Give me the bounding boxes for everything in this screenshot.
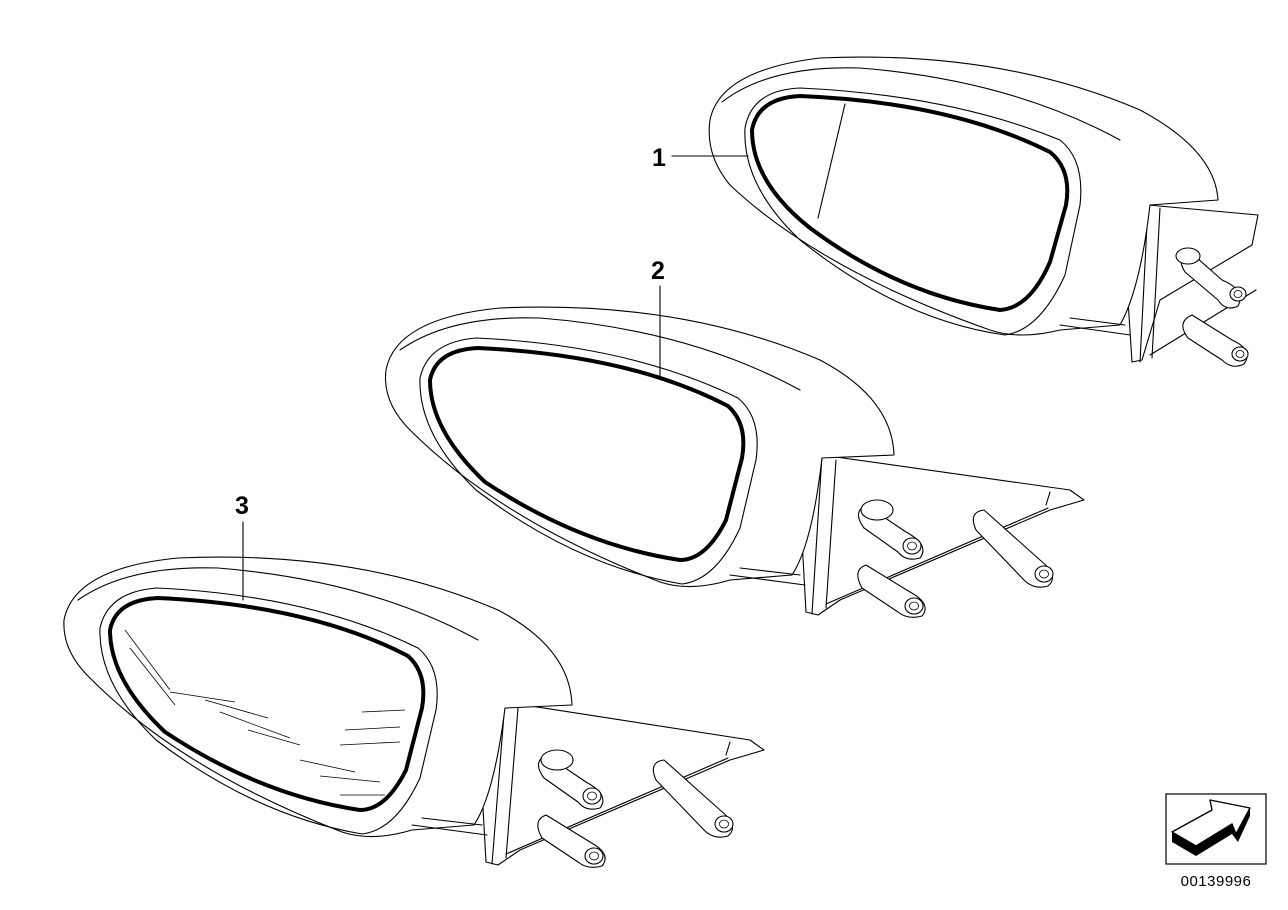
callout-2: 2 — [651, 257, 665, 285]
mount-base-2 — [801, 454, 1085, 618]
diagram-number: 00139996 — [1181, 873, 1252, 890]
mirror-glass-2 — [428, 346, 746, 562]
mirror-assembly-3 — [63, 521, 765, 868]
mount-base-1 — [1127, 204, 1259, 367]
callout-1: 1 — [652, 144, 666, 172]
mirror-assembly-1 — [671, 56, 1259, 367]
mirror-assembly-2 — [384, 285, 1085, 618]
mirror-glass-3 — [108, 596, 426, 812]
mirror-glass-1 — [750, 94, 1070, 312]
callout-3: 3 — [235, 492, 249, 520]
mount-base-3 — [481, 701, 765, 868]
orientation-arrow-icon — [1165, 793, 1267, 865]
glass-hatching-3 — [124, 629, 406, 796]
